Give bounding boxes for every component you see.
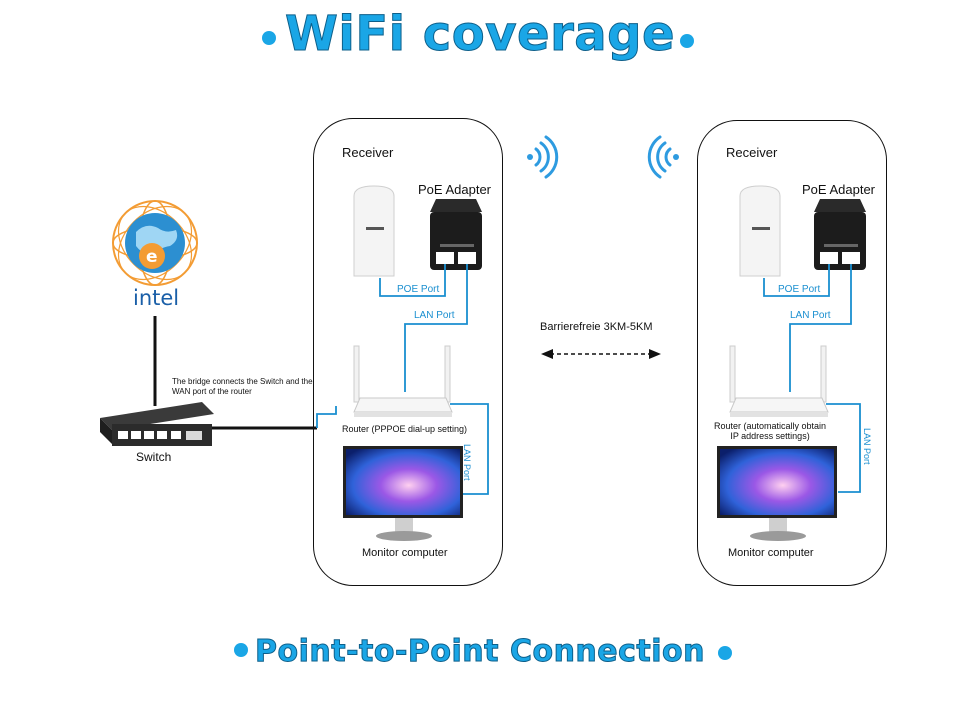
right-monitor-label: Monitor computer — [728, 547, 814, 559]
right-lan-port-vertical-label: LAN Port — [862, 428, 872, 465]
monitor-icon — [343, 446, 463, 541]
right-lan-port-label: LAN Port — [790, 310, 831, 321]
poe-adapter-icon — [430, 199, 482, 270]
left-router-label: Router (PPPOE dial-up setting) — [342, 424, 468, 434]
poe-adapter-icon — [814, 199, 866, 270]
right-cables — [763, 264, 861, 493]
distance-label: Barrierefreie 3KM-5KM — [540, 321, 653, 333]
svg-text:e: e — [146, 247, 158, 267]
right-poe-port-label: POE Port — [778, 284, 821, 295]
monitor-icon — [717, 446, 837, 541]
left-lan-port-vertical-label: LAN Port — [462, 444, 472, 481]
globe-icon: e — [112, 200, 198, 286]
left-monitor-label: Monitor computer — [362, 547, 448, 559]
right-poe-adapter-label: PoE Adapter — [802, 182, 875, 197]
wifi-signal-icon — [527, 135, 559, 179]
bridge-note: The bridge connects the Switch and the W… — [172, 377, 313, 396]
switch-icon — [100, 402, 214, 446]
left-receiver-label: Receiver — [342, 145, 394, 160]
right-receiver-label: Receiver — [726, 145, 778, 160]
cpe-antenna-icon — [739, 185, 781, 277]
right-router-label: Router (automatically obtain IP address … — [713, 421, 827, 441]
page-title: WiFi coverage — [284, 6, 676, 63]
title-bullet-right — [680, 34, 694, 48]
router-icon — [353, 345, 453, 417]
router-icon — [729, 345, 829, 417]
left-lan-port-label: LAN Port — [414, 310, 455, 321]
cpe-antenna-icon — [353, 185, 395, 277]
wifi-signal-icon — [647, 135, 679, 179]
title-bullet-left — [262, 31, 276, 45]
page-subtitle: Point-to-Point Connection — [254, 634, 706, 670]
left-cables — [316, 264, 489, 495]
left-poe-port-label: POE Port — [397, 284, 440, 295]
left-poe-adapter-label: PoE Adapter — [418, 182, 491, 197]
intel-logo: intel — [133, 286, 180, 310]
switch-label: Switch — [136, 450, 172, 464]
subtitle-bullet-left — [234, 643, 248, 657]
distance-arrow — [541, 349, 661, 359]
subtitle-bullet-right — [718, 646, 732, 660]
